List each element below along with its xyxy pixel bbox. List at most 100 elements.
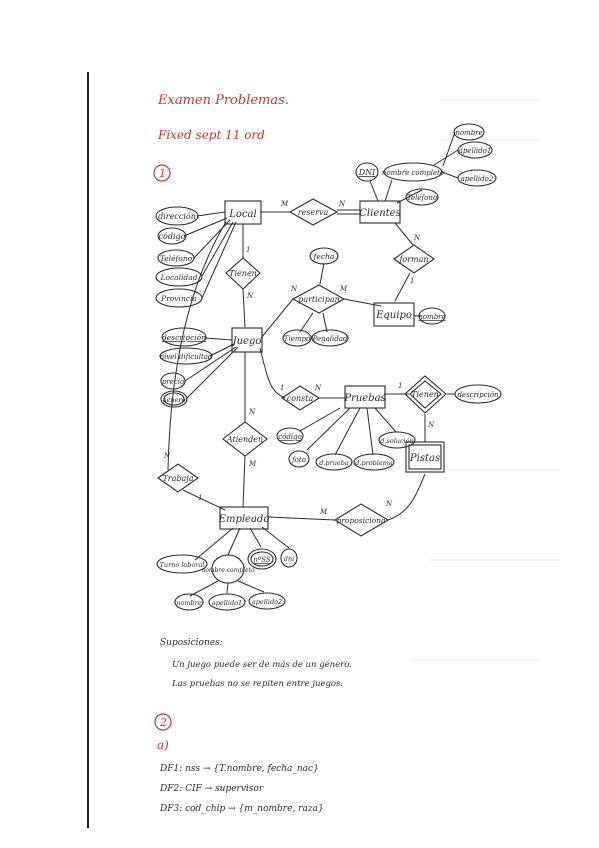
assumptions-heading: Suposiciones:: [160, 638, 223, 648]
relation-trabaja: Trabaja: [157, 463, 199, 493]
card-propos-empleado: M: [319, 508, 328, 516]
section-1-marker: [153, 164, 171, 182]
entity-local: Local: [224, 200, 262, 225]
card-participan-equipo: M: [339, 285, 348, 293]
relation-participan-label: participan: [298, 295, 340, 304]
relation-forman: forman: [393, 244, 435, 274]
attr-empleado-apellido2: apellido2: [252, 598, 282, 606]
attr-pistas-descripcion: descripción: [457, 391, 499, 399]
relation-reserva-label: reserva: [298, 208, 329, 217]
entity-equipo-label: Equipo: [375, 310, 412, 321]
bleed-through: [410, 99, 560, 661]
card-atienden-juego: N: [248, 408, 256, 416]
attr-participan-penalidad: Penalidad: [312, 335, 348, 343]
entity-clientes: Clientes: [359, 200, 401, 224]
relation-participan: participan: [291, 284, 346, 314]
attr-local-provincia: Provincia: [160, 294, 197, 303]
assumption-item-1: Un juego puede ser de más de un género.: [172, 659, 352, 670]
dependency-3: DF3: cod_chip → {m_nombre, raza}: [159, 804, 324, 814]
empleado-attributes: Turno laboral nombre completo nºSS dni n…: [156, 548, 298, 611]
pruebas-attributes: código foto d.prueba d.problema d.soluci…: [276, 427, 416, 471]
attr-empleado-nombre-completo: nombre completo: [201, 567, 255, 574]
relation-proposiciona: proposiciona: [333, 503, 390, 537]
relation-tienen-pruebas: Tienen: [404, 375, 447, 414]
card-forman-equipo: 1: [410, 277, 414, 285]
entity-pruebas: Pruebas: [343, 385, 386, 409]
card-consta-pruebas: N: [314, 384, 322, 392]
attr-local-codigo: código: [159, 232, 186, 241]
entity-pistas-label: Pistas: [409, 453, 440, 464]
attr-clientes-apellido1: apellido1: [459, 147, 492, 155]
card-trabaja-empleado: 1: [198, 494, 202, 502]
card-propos-pistas: N: [385, 500, 393, 508]
relation-consta-label: consta: [287, 394, 314, 403]
entity-pruebas-label: Pruebas: [343, 393, 385, 404]
pistas-attributes: descripción: [454, 384, 502, 404]
attr-empleado-dni: dni: [284, 555, 294, 563]
relation-tienen-local: Tienen: [225, 257, 261, 290]
attr-participan-fecha: fecha: [313, 252, 335, 261]
relation-consta: consta: [281, 385, 321, 411]
functional-dependencies: DF1: nss → {T.nombre, fecha_nac} DF2: CI…: [159, 764, 324, 814]
card-tienen-pistas: N: [427, 421, 435, 429]
attr-juego-descripcion: descripción: [162, 333, 206, 342]
equipo-attributes: nombre: [418, 307, 446, 325]
entity-empleado: Empleado: [218, 506, 270, 530]
relation-tienen-local-label: Tienen: [229, 269, 257, 278]
part-a-label: a): [157, 738, 169, 752]
attr-juego-nivel-dificultad: nivel dificultad: [160, 353, 213, 361]
relation-proposiciona-label: proposiciona: [337, 516, 386, 525]
attr-clientes-nombre-completo: nombre completo: [382, 169, 444, 177]
attr-clientes-telefono: Teléfono: [407, 194, 437, 202]
card-atienden-empleado: M: [248, 460, 257, 468]
attr-juego-precio: precio: [162, 378, 184, 386]
participan-attributes: fecha Tiempo Penalidad: [282, 247, 349, 347]
card-tienen-pruebas: 1: [398, 382, 402, 390]
card-consta-juego: 1: [280, 384, 284, 392]
attr-pruebas-d-prueba: d.prueba: [319, 459, 349, 467]
card-reserva-clientes: N: [338, 200, 346, 208]
juego-attributes: descripción nivel dificultad precio géne…: [159, 327, 213, 408]
relation-trabaja-label: Trabaja: [162, 474, 193, 483]
attr-clientes-nombre: nombre: [455, 129, 482, 137]
attr-clientes-dni: DNI: [358, 168, 376, 177]
attr-pruebas-foto: foto: [291, 456, 306, 464]
card-tienen-juego: N: [246, 292, 254, 300]
relation-atienden-label: Atienden: [226, 435, 263, 444]
relation-atienden: Atienden: [222, 421, 268, 457]
section-2-marker: [154, 713, 172, 731]
attr-pruebas-d-solucion: d.solución: [380, 437, 414, 445]
section-1-number: 1: [159, 167, 166, 180]
entity-empleado-label: Empleado: [218, 514, 270, 525]
cardinality-labels: M N 1 N N 1 N M 1 N 1 N N M N 1 M N: [163, 200, 435, 516]
attr-local-localidad: Localidad: [159, 273, 197, 282]
attr-local-telefono: Teléfono: [160, 254, 193, 263]
dependency-2: DF2: CIF → supervisor: [159, 784, 264, 794]
entity-pistas: Pistas: [405, 441, 445, 473]
card-participan-juego: N: [290, 285, 298, 293]
entity-local-label: Local: [228, 209, 256, 220]
dependency-1: DF1: nss → {T.nombre, fecha_nac}: [159, 764, 319, 774]
attr-pruebas-codigo: código: [278, 433, 302, 441]
relation-reserva: reserva: [288, 198, 339, 226]
card-tienen-local: 1: [246, 246, 250, 254]
entity-juego: Juego: [231, 327, 263, 353]
er-lines: [167, 131, 459, 597]
clientes-attributes: DNI nombre completo nombre apellido1 ape…: [355, 123, 497, 206]
attr-local-direccion: dirección: [158, 212, 196, 221]
section-2-number: 2: [159, 716, 167, 729]
attr-empleado-turno: Turno laboral: [160, 561, 205, 569]
relation-forman-label: forman: [398, 255, 428, 264]
assumptions: Suposiciones: Un juego puede ser de más …: [160, 638, 352, 689]
relation-tienen-pruebas-label: Tienen: [411, 390, 439, 399]
exam-subtitle: Fixed sept 11 ord: [157, 128, 265, 142]
card-trabaja-local: N: [163, 452, 171, 460]
attr-juego-genero: género: [162, 396, 185, 404]
exam-title: Examen Problemas.: [157, 93, 289, 108]
attr-empleado-apellido1: apellido1: [212, 599, 242, 607]
entity-clientes-label: Clientes: [359, 208, 400, 219]
attr-empleado-nss: nºSS: [253, 556, 270, 564]
entity-equipo: Equipo: [373, 302, 415, 327]
local-attributes: dirección código Teléfono Localidad Prov…: [155, 206, 203, 308]
